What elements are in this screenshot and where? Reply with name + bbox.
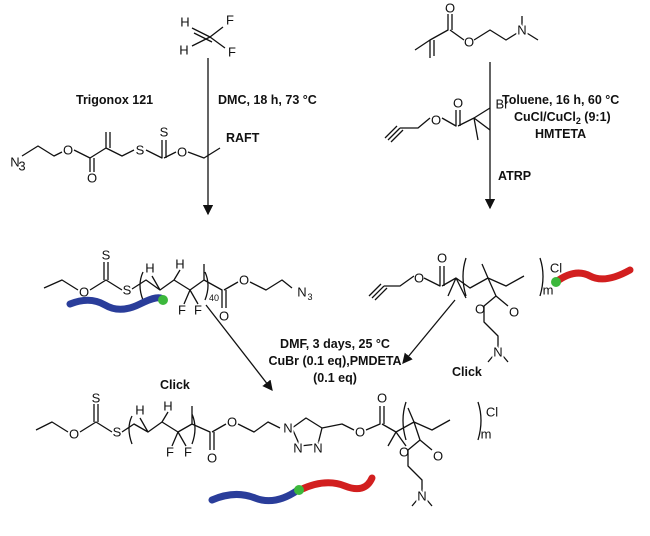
atom-h: H bbox=[180, 15, 189, 30]
atom-o: O bbox=[355, 425, 365, 440]
atom-cl: Cl bbox=[486, 405, 498, 420]
atom-f: F bbox=[226, 13, 234, 28]
atom-h: H bbox=[179, 43, 188, 58]
atom-h: H bbox=[135, 403, 144, 418]
atrp-label: ATRP bbox=[498, 169, 531, 183]
atrp-conditions-2: CuCl/CuCl2 (9:1) bbox=[514, 110, 611, 126]
atom-o: O bbox=[227, 415, 237, 430]
repeat-m: m bbox=[481, 427, 492, 442]
atom-h: H bbox=[145, 261, 154, 276]
atom-n: N bbox=[283, 421, 292, 436]
block-copolymer-product: O S S H H F F O O N N N O O Cl m O O N bbox=[35, 391, 498, 507]
click-conditions-2: CuBr (0.1 eq),PMDETA bbox=[268, 354, 401, 368]
atom-n3: N bbox=[10, 155, 19, 170]
atom-o: O bbox=[377, 391, 387, 406]
atom-f: F bbox=[194, 303, 202, 318]
atom-o: O bbox=[63, 143, 73, 158]
atom-o: O bbox=[437, 251, 447, 266]
pvdf-block-cartoon bbox=[208, 486, 302, 505]
atom-n: N bbox=[293, 441, 302, 456]
atom-o: O bbox=[464, 35, 474, 50]
repeat-40: 40 bbox=[209, 293, 219, 303]
pdmaema-block-cartoon bbox=[552, 266, 634, 286]
vdf-monomer: H F H F bbox=[179, 13, 236, 60]
click-arrow-right bbox=[402, 299, 456, 365]
end-group-ball bbox=[158, 295, 168, 305]
atom-o: O bbox=[87, 171, 97, 186]
subscript: 3 bbox=[18, 159, 25, 174]
initiator-label: Trigonox 121 bbox=[76, 93, 153, 107]
click-label-right: Click bbox=[452, 365, 482, 379]
pdmaema-macroinitiator: O O Cl m O O N bbox=[368, 251, 562, 363]
repeat-m: m bbox=[543, 283, 554, 298]
atom-o: O bbox=[399, 445, 409, 460]
atom-s: S bbox=[92, 391, 101, 406]
click-conditions-1: DMF, 3 days, 25 °C bbox=[280, 337, 390, 351]
pvdf-block-cartoon bbox=[66, 294, 167, 313]
click-arrow-left bbox=[205, 304, 273, 392]
atom-s: S bbox=[160, 125, 169, 140]
click-conditions-3: (0.1 eq) bbox=[313, 371, 357, 385]
atrp-conditions-1: Toluene, 16 h, 60 °C bbox=[502, 93, 619, 107]
atom-o: O bbox=[475, 302, 485, 317]
atom-o: O bbox=[207, 451, 217, 466]
atom-o: O bbox=[219, 309, 229, 324]
atom-o: O bbox=[445, 1, 455, 16]
atom-f: F bbox=[178, 303, 186, 318]
atom-br: Br bbox=[496, 97, 510, 112]
click-label-left: Click bbox=[160, 378, 190, 392]
raft-label: RAFT bbox=[226, 131, 260, 145]
atom-o: O bbox=[431, 113, 441, 128]
atom-o: O bbox=[433, 449, 443, 464]
pvdf-macro-cta: O S S H H F F 40 O O N 3 bbox=[43, 248, 313, 324]
atom-o: O bbox=[509, 305, 519, 320]
atrp-ligand: HMTETA bbox=[535, 127, 586, 141]
atom-f: F bbox=[228, 45, 236, 60]
atom-n3: N bbox=[297, 285, 306, 300]
raft-agent: N 3 O O S S O bbox=[10, 125, 221, 186]
atom-f: F bbox=[184, 445, 192, 460]
atom-o: O bbox=[69, 427, 79, 442]
atom-o: O bbox=[414, 271, 424, 286]
atom-o: O bbox=[177, 145, 187, 160]
junction-ball bbox=[294, 485, 304, 495]
dmaema-monomer: O O N bbox=[414, 1, 539, 58]
pdmaema-block-cartoon bbox=[296, 474, 376, 494]
initiator-molecule: O O Br bbox=[384, 96, 510, 143]
raft-conditions: DMC, 18 h, 73 °C bbox=[218, 93, 317, 107]
atom-h: H bbox=[163, 399, 172, 414]
atom-o: O bbox=[239, 273, 249, 288]
end-group-ball bbox=[551, 277, 561, 287]
atom-n: N bbox=[517, 23, 526, 38]
atom-n: N bbox=[313, 441, 322, 456]
atom-n: N bbox=[417, 489, 426, 504]
atom-s: S bbox=[113, 425, 122, 440]
atom-o: O bbox=[79, 285, 89, 300]
atom-s: S bbox=[102, 248, 111, 263]
atom-f: F bbox=[166, 445, 174, 460]
subscript: 3 bbox=[307, 292, 312, 302]
atom-s: S bbox=[123, 283, 132, 298]
atom-cl: Cl bbox=[550, 261, 562, 276]
atom-o: O bbox=[453, 96, 463, 111]
atom-s: S bbox=[136, 143, 145, 158]
atom-n: N bbox=[493, 345, 502, 360]
atom-h: H bbox=[175, 257, 184, 272]
